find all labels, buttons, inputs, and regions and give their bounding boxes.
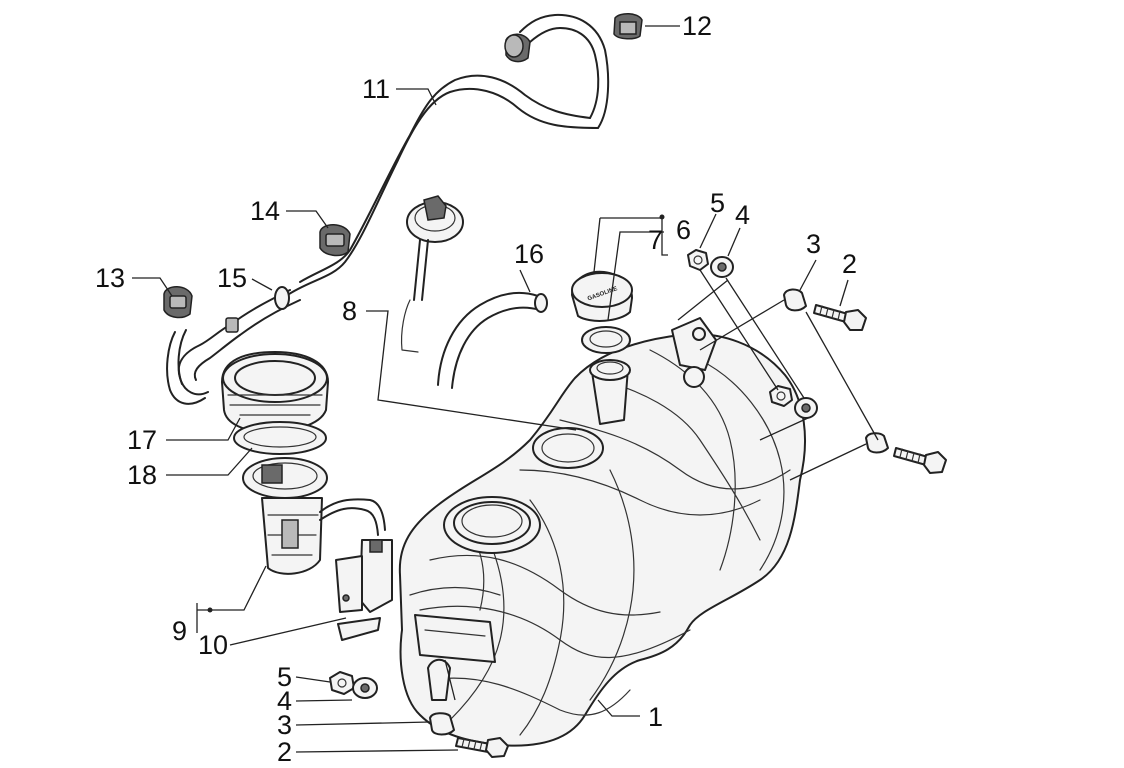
callout-2-upper: 2 [842,249,857,279]
callout-16: 16 [514,239,544,269]
callout-12: 12 [682,11,712,41]
callout-14: 14 [250,196,280,226]
hose-clamp-12 [613,13,643,40]
fuel-level-sensor [400,195,464,353]
callout-4-lower: 4 [277,686,292,716]
callout-8: 8 [342,296,357,326]
fasteners-lower [329,671,509,758]
callout-13: 13 [95,263,125,293]
callout-3-lower: 3 [277,710,292,740]
callout-labels: 12 11 14 13 15 8 16 6 7 5 4 3 2 17 18 9 … [95,11,857,767]
leader-lines [132,25,879,753]
hose-clip-15 [274,286,290,310]
callout-5-lower: 5 [277,662,292,692]
callout-dot-6 [659,214,665,220]
callout-1: 1 [648,702,663,732]
callout-9: 9 [172,616,187,646]
callout-17: 17 [127,425,157,455]
callout-2-lower: 2 [277,737,292,767]
fuel-pump-assembly [221,351,393,613]
callout-7: 7 [648,225,663,255]
hose-clamp-14 [319,224,351,257]
breather-hose [166,13,610,405]
callout-6: 6 [676,215,691,245]
callout-3-upper: 3 [806,229,821,259]
fuel-hose-16 [437,292,548,389]
callout-18: 18 [127,460,157,490]
fuel-cap: GASOLINE [571,270,633,354]
fasteners-upper [687,249,947,474]
callout-11: 11 [362,74,390,104]
callout-5-upper: 5 [710,188,725,218]
fuel-tank [337,317,806,747]
callout-15: 15 [217,263,247,293]
callout-10: 10 [198,630,228,660]
callout-dot-9 [207,607,213,613]
callout-4-upper: 4 [735,200,750,230]
